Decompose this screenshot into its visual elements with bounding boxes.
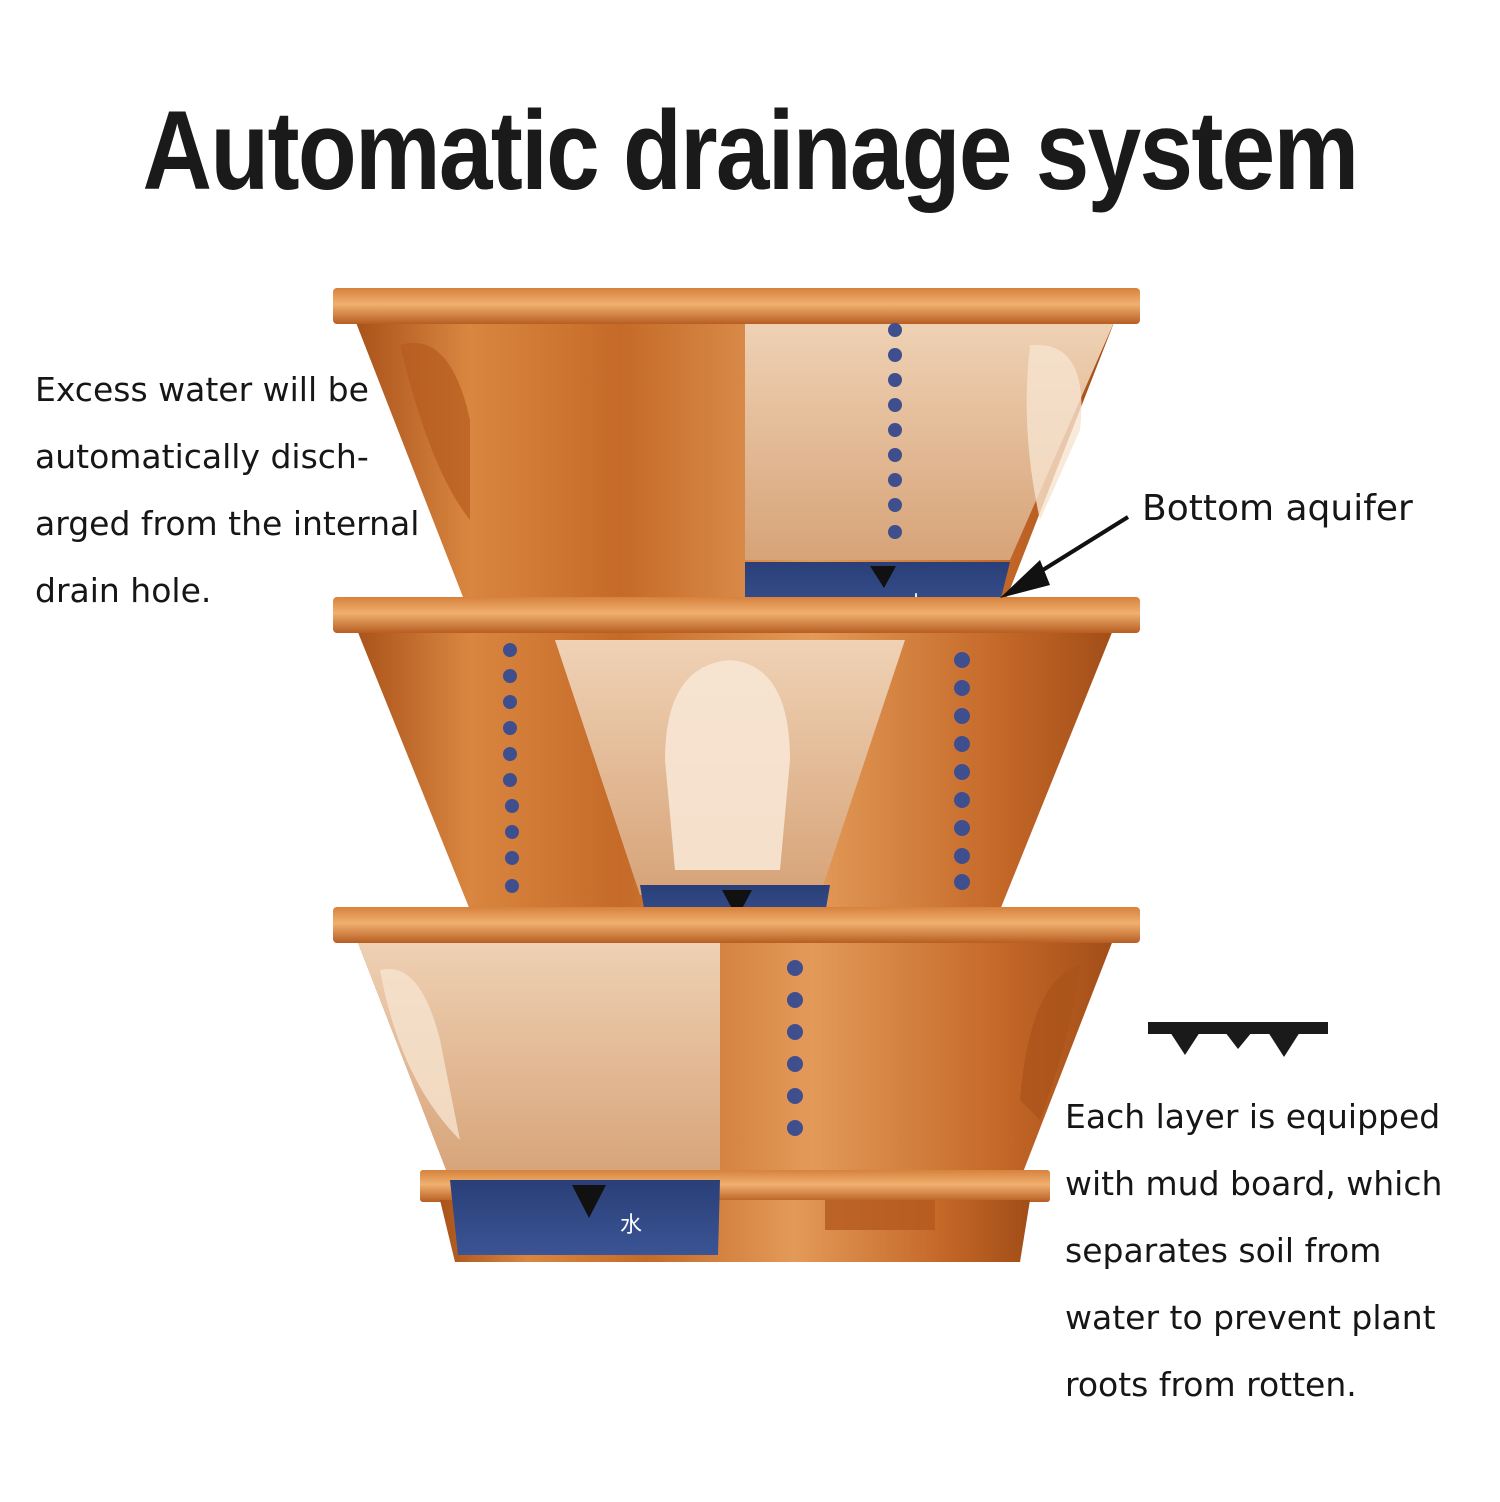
bottom-pot: 水 (333, 907, 1140, 1262)
drip-column-left (503, 643, 519, 893)
top-pot: 水 (333, 288, 1140, 622)
excess-water-note: Excess water will be automatically disch… (35, 370, 420, 610)
drip-column-bottom (787, 960, 803, 1136)
page-title: Automatic drainage system (142, 88, 1360, 213)
mud-board-note: Each layer is equipped with mud board, w… (1065, 1097, 1443, 1404)
water-label: 水 (620, 1213, 642, 1238)
bottom-aquifer-label: Bottom aquifer (1142, 488, 1413, 529)
mud-board-icon (1148, 1022, 1328, 1057)
bottom-reservoir (450, 1180, 720, 1255)
drip-column-top (888, 323, 902, 539)
drip-column-right (954, 652, 970, 890)
middle-pot (333, 597, 1140, 932)
aquifer-arrow (1000, 515, 1130, 598)
